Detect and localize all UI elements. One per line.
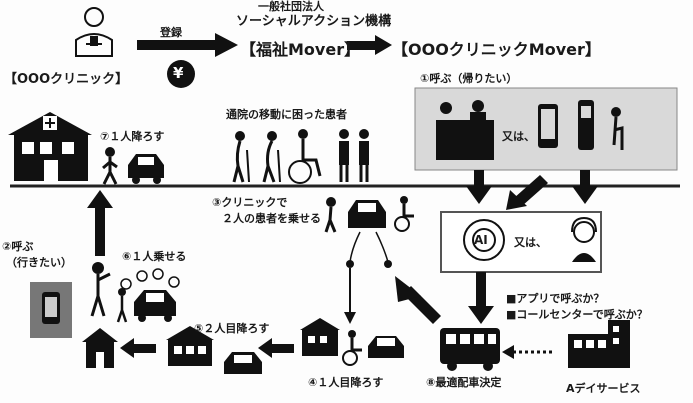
dispatch-center-box xyxy=(440,211,602,273)
arrow-4-to-5 xyxy=(258,338,294,358)
walking-person-icon xyxy=(102,147,118,185)
car-step4 xyxy=(368,336,404,358)
org-line2: ソーシャルアクション機構 xyxy=(236,14,392,29)
doctor-icon xyxy=(75,7,113,57)
step8-label: ⑧最適配車決定 xyxy=(426,376,502,389)
arrow-to-bus xyxy=(468,272,494,324)
route-lines xyxy=(344,231,392,324)
person-with-phone-icon xyxy=(90,262,128,323)
or-label-mid: 又は、 xyxy=(514,236,547,249)
clinic-mover-label: 【OOOクリニックMover】 xyxy=(392,40,601,59)
patient-cane-1 xyxy=(232,131,250,183)
arrows-to-dispatch xyxy=(466,170,598,210)
arrow-bus-to-pickup xyxy=(395,276,441,324)
house-home xyxy=(82,328,118,368)
house-step5 xyxy=(166,326,214,366)
clinic-building-icon xyxy=(8,112,92,181)
bus-icon xyxy=(440,328,500,371)
question-app: ■アプリで呼ぶか？ xyxy=(506,292,605,305)
house-step4 xyxy=(300,318,340,356)
register-arrow xyxy=(137,33,238,57)
car-icon-7 xyxy=(128,154,164,184)
day-service-building-icon xyxy=(568,320,630,368)
car-step5 xyxy=(224,352,262,374)
car-icon-3 xyxy=(348,200,386,228)
patient-cane-2 xyxy=(262,131,281,183)
or-label-top: 又は、 xyxy=(502,130,535,143)
day-service-label: Aデイサービス xyxy=(566,382,641,395)
step3-label-line1: ③クリニックで xyxy=(212,196,288,209)
step5-label: ⑤２人目降ろす xyxy=(194,322,270,335)
person-step3 xyxy=(324,197,337,233)
question-center: ■コールセンターで呼ぶか？ xyxy=(506,308,648,321)
patient-standing-1 xyxy=(339,129,349,182)
yen-symbol: ¥ xyxy=(173,64,184,82)
step6-label: ⑥１人乗せる xyxy=(122,250,187,263)
step3-label-line2: ２人の患者を乗せる xyxy=(222,212,321,225)
yen-coin-icon xyxy=(167,60,195,88)
patients-group xyxy=(232,129,369,184)
step2-label-line1: ②呼ぶ xyxy=(2,240,34,253)
wheelchair-step3 xyxy=(394,196,414,232)
patient-standing-2 xyxy=(359,129,369,182)
wheelchair-step4 xyxy=(342,330,362,366)
ai-label: AI xyxy=(474,233,488,247)
dotted-arrow xyxy=(502,345,552,359)
step4-label: ④１人目降ろす xyxy=(308,376,384,389)
step1-label: ①呼ぶ（帰りたい） xyxy=(420,72,518,85)
register-label: 登録 xyxy=(160,26,182,39)
call-options-box xyxy=(414,87,678,171)
phone-caller-icon xyxy=(30,282,72,338)
clinic-label: 【OOOクリニック】 xyxy=(4,72,129,87)
step7-label: ⑦１人降ろす xyxy=(100,130,165,143)
arrow-up-to-clinic xyxy=(87,190,113,256)
step2-label-line2: （行きたい） xyxy=(6,256,72,269)
patients-label: 通院の移動に困った患者 xyxy=(226,108,347,121)
mover-arrow xyxy=(347,35,392,55)
fukushi-mover-label: 【福祉Mover】 xyxy=(240,40,361,59)
wheelchair-icon xyxy=(288,129,322,184)
arrow-5-to-home xyxy=(120,338,156,358)
org-line1: 一般社団法人 xyxy=(258,0,324,13)
car-step6 xyxy=(120,268,180,322)
